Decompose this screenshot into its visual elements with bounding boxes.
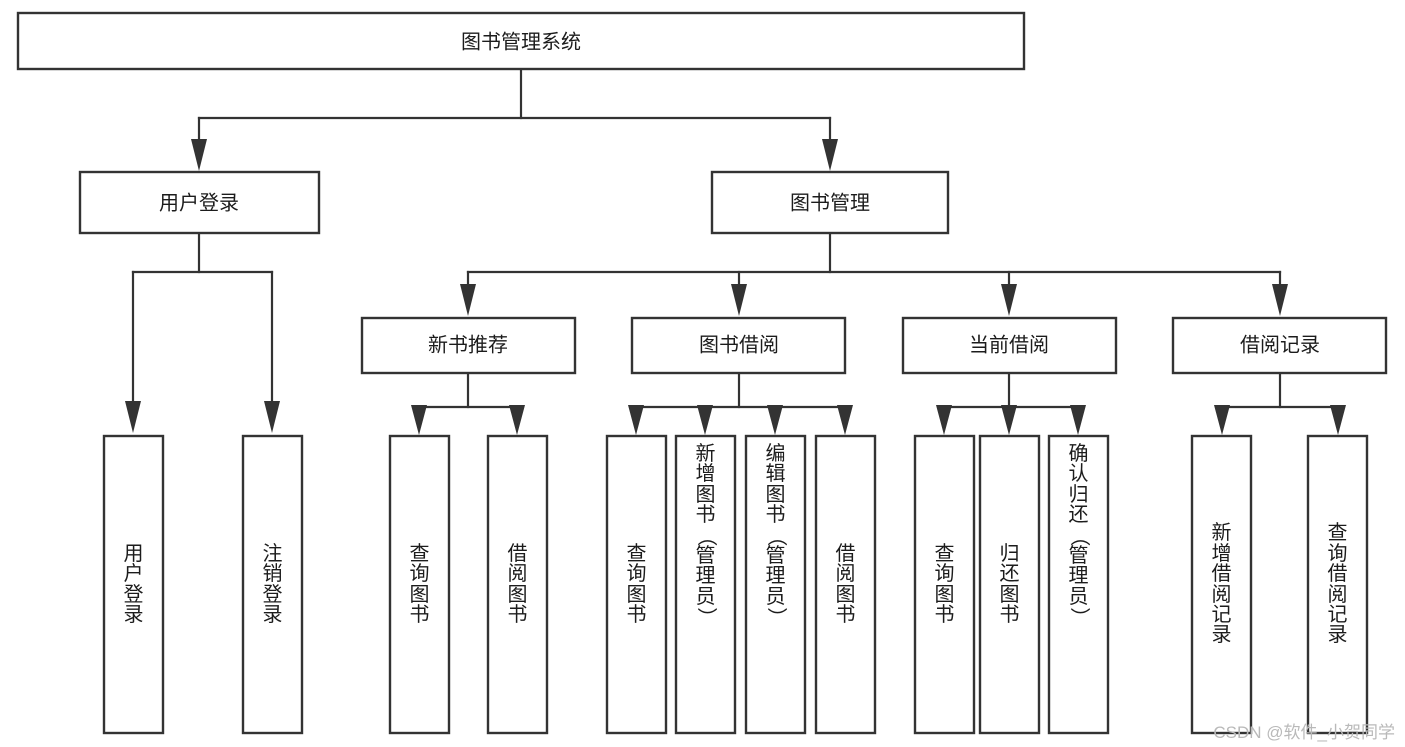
node-new-book-recommend[interactable]: 新书推荐	[360, 316, 577, 375]
arrow-leaf-return-book	[1001, 405, 1017, 435]
node-leaf-user-login-box[interactable]	[102, 434, 165, 735]
arrow-leaf-borrow-book-2	[837, 405, 853, 435]
node-current-borrow[interactable]: 当前借阅	[901, 316, 1118, 375]
watermark-text: CSDN @软件_小贺同学	[1213, 723, 1395, 742]
node-leaf-query-borrow-record-box[interactable]	[1306, 434, 1369, 735]
node-leaf-borrow-book-1-box[interactable]	[486, 434, 549, 735]
node-leaf-edit-book-admin-box[interactable]	[744, 434, 807, 735]
node-current-borrow-box[interactable]	[901, 316, 1118, 375]
arrow-leaf-edit-book-admin	[767, 405, 783, 435]
node-borrow-record-label: 借阅记录	[1240, 333, 1320, 356]
node-borrow-record-box[interactable]	[1171, 316, 1388, 375]
node-current-borrow-label: 当前借阅	[969, 333, 1049, 356]
arrow-to-user-login	[191, 139, 207, 171]
node-book-manage-box[interactable]	[710, 170, 950, 235]
arrow-leaf-user-login	[125, 401, 141, 433]
edge-layer	[125, 67, 1346, 435]
arrow-to-book-borrow	[731, 284, 747, 316]
arrow-leaf-add-borrow-record	[1214, 405, 1230, 435]
arrow-to-borrow-record	[1272, 284, 1288, 316]
node-book-borrow[interactable]: 图书借阅	[630, 316, 847, 375]
arrow-leaf-confirm-return-admin	[1070, 405, 1086, 435]
node-leaf-query-book-1-box[interactable]	[388, 434, 451, 735]
node-book-borrow-box[interactable]	[630, 316, 847, 375]
node-leaf-confirm-return-admin-box[interactable]	[1047, 434, 1110, 735]
node-root-label: 图书管理系统	[461, 30, 581, 53]
node-leaf-query-book-2-box[interactable]	[605, 434, 668, 735]
arrow-leaf-query-book-1	[411, 405, 427, 435]
node-book-manage[interactable]: 图书管理	[710, 170, 950, 235]
node-user-login-box[interactable]	[78, 170, 321, 235]
node-leaf-logout-box[interactable]	[241, 434, 304, 735]
node-leaf-borrow-book-2-box[interactable]	[814, 434, 877, 735]
arrow-to-new-book-recommend	[460, 284, 476, 316]
arrow-leaf-query-book-3	[936, 405, 952, 435]
arrow-leaf-borrow-book-1	[509, 405, 525, 435]
node-book-borrow-label: 图书借阅	[699, 333, 779, 356]
arrow-leaf-query-borrow-record	[1330, 405, 1346, 435]
node-layer: 图书管理系统 用户登录 图书管理 新书推荐 图书借阅 当前借阅 借阅记录	[16, 11, 1388, 735]
arrow-leaf-add-book-admin	[697, 405, 713, 435]
node-borrow-record[interactable]: 借阅记录	[1171, 316, 1388, 375]
arrow-leaf-logout	[264, 401, 280, 433]
arrow-to-book-manage	[822, 139, 838, 171]
arrow-to-current-borrow	[1001, 284, 1017, 316]
arrow-leaf-query-book-2	[628, 405, 644, 435]
node-new-book-recommend-label: 新书推荐	[428, 333, 508, 356]
node-user-login[interactable]: 用户登录	[78, 170, 321, 235]
node-new-book-recommend-box[interactable]	[360, 316, 577, 375]
node-root[interactable]: 图书管理系统	[16, 11, 1026, 71]
node-root-box[interactable]	[16, 11, 1026, 71]
node-user-login-label: 用户登录	[159, 191, 239, 214]
node-leaf-return-book-box[interactable]	[978, 434, 1041, 735]
node-book-manage-label: 图书管理	[790, 191, 870, 214]
node-leaf-query-book-3-box[interactable]	[913, 434, 976, 735]
node-leaf-add-book-admin-box[interactable]	[674, 434, 737, 735]
node-leaf-add-borrow-record-box[interactable]	[1190, 434, 1253, 735]
